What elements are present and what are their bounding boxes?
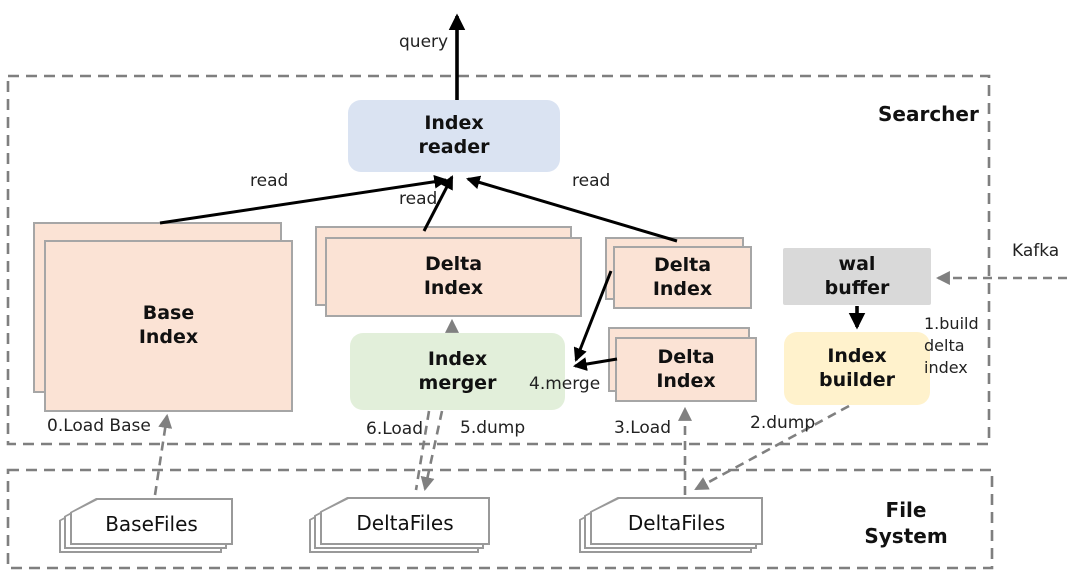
node-delta-index-top-right-label: Delta Index [652, 253, 713, 300]
node-index-reader: Index reader [348, 100, 560, 172]
edge-label-build-delta: 1.build delta index [924, 314, 979, 377]
node-index-builder: Index builder [784, 332, 930, 405]
edge-label-read-right: read [572, 171, 611, 191]
node-index-builder-label: Index builder [818, 344, 895, 391]
node-base-index-label: Base Index [138, 302, 199, 348]
node-delta-index-mid: Delta Index [325, 237, 582, 317]
edge-label-read-mid: read [399, 189, 438, 209]
edge-label-load-delta: 3.Load [614, 418, 672, 438]
node-delta-files-mid-label: DeltaFiles [356, 511, 454, 535]
node-base-files-label: BaseFiles [105, 511, 198, 536]
edge-label-query: query [399, 32, 449, 52]
node-delta-index-top-right: Delta Index [613, 246, 752, 309]
node-delta-files-right-label: DeltaFiles [627, 511, 726, 535]
node-delta-index-mid-label: Delta Index [423, 253, 484, 299]
arrow-load-base [153, 413, 173, 496]
edge-label-load-merger: 6.Load [366, 419, 424, 439]
node-index-reader-label: Index reader [418, 112, 490, 158]
searcher-container-label: Searcher [878, 102, 979, 126]
edge-label-read-left: read [250, 171, 289, 191]
edge-label-merge: 4.merge [529, 374, 601, 394]
node-wal-buffer: wal buffer [783, 248, 931, 305]
node-index-merger: Index merger [350, 333, 565, 410]
edge-label-load-base: 0.Load Base [47, 416, 151, 436]
edge-label-kafka: Kafka [1012, 241, 1060, 261]
node-delta-index-bottom-right-label: Delta Index [656, 345, 716, 392]
node-index-merger-label: Index merger [418, 347, 497, 394]
node-delta-files-right: DeltaFiles [590, 497, 763, 545]
node-base-index: Base Index [44, 240, 293, 412]
node-delta-index-bottom-right: Delta Index [615, 337, 757, 402]
file-system-container-label: File System [864, 498, 948, 548]
edge-label-dump-merger: 5.dump [460, 418, 526, 438]
node-wal-buffer-label: wal buffer [824, 252, 890, 299]
node-base-files: BaseFiles [70, 498, 233, 545]
edge-label-dump-wal: 2.dump [750, 413, 816, 433]
arrow-dump-merger [420, 410, 444, 492]
node-delta-files-mid: DeltaFiles [320, 497, 490, 545]
